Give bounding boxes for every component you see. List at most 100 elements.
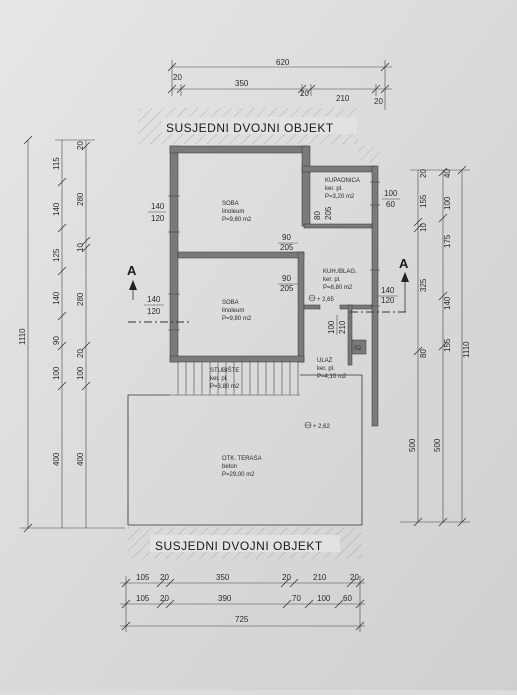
level-marks: + 2,65 + 2,62 [304, 294, 335, 430]
svg-text:100: 100 [327, 320, 336, 334]
svg-text:P=9,80 m2: P=9,80 m2 [222, 316, 252, 322]
svg-text:90: 90 [52, 336, 61, 345]
svg-text:20: 20 [76, 349, 85, 358]
svg-text:100: 100 [76, 366, 85, 380]
terrace-outline [127, 374, 363, 526]
svg-text:120: 120 [147, 307, 161, 316]
svg-text:210: 210 [313, 573, 327, 582]
svg-text:P=8,80 m2: P=8,80 m2 [323, 285, 353, 291]
svg-text:115: 115 [52, 157, 61, 170]
building-walls [168, 145, 380, 427]
room-kupaonica: KUPAONICA ker. pl. P=3,20 m2 [325, 178, 360, 200]
svg-text:500: 500 [408, 438, 417, 452]
svg-text:70: 70 [292, 594, 301, 603]
svg-text:350: 350 [216, 573, 230, 582]
svg-text:KUPAONICA: KUPAONICA [325, 178, 360, 184]
svg-text:390: 390 [218, 594, 232, 603]
dims-bottom: 105 20 350 20 210 20 105 20 390 70 100 6… [120, 573, 365, 632]
section-line: A A [127, 256, 409, 323]
svg-text:90: 90 [282, 233, 291, 242]
svg-text:140: 140 [151, 202, 165, 211]
svg-text:40: 40 [443, 169, 452, 178]
svg-text:140: 140 [147, 295, 161, 304]
svg-text:120: 120 [381, 296, 395, 305]
svg-text:120: 120 [151, 214, 165, 223]
opening-labels: 140 120 140 120 90 205 90 205 100 60 80 … [144, 189, 400, 352]
svg-text:linoleum: linoleum [222, 308, 244, 314]
svg-text:linoleum: linoleum [222, 209, 244, 215]
svg-text:+ 2,65: + 2,65 [317, 297, 335, 303]
svg-text:140: 140 [443, 296, 452, 310]
svg-text:P=4,10 m2: P=4,10 m2 [317, 374, 347, 380]
svg-text:20: 20 [160, 594, 169, 603]
svg-text:ker. pl.: ker. pl. [323, 277, 341, 283]
svg-text:155: 155 [419, 194, 428, 208]
svg-text:100: 100 [317, 594, 331, 603]
svg-text:20: 20 [282, 573, 291, 582]
svg-text:175: 175 [443, 234, 452, 248]
svg-text:400: 400 [76, 452, 85, 466]
stairs [170, 362, 300, 396]
svg-text:S2: S2 [354, 346, 362, 352]
svg-text:140: 140 [381, 286, 395, 295]
svg-text:20: 20 [76, 141, 85, 150]
svg-text:105: 105 [136, 573, 150, 582]
section-left-label: A [127, 263, 137, 278]
svg-text:105: 105 [136, 594, 150, 603]
svg-text:90: 90 [282, 274, 291, 283]
room-soba-2: SOBA linoleum P=9,80 m2 [222, 300, 252, 322]
svg-text:20: 20 [419, 169, 428, 178]
svg-text:KUH./BLAG.: KUH./BLAG. [323, 269, 357, 275]
svg-text:205: 205 [324, 206, 333, 220]
svg-text:P=29,00 m2: P=29,00 m2 [222, 472, 255, 478]
svg-text:SOBA: SOBA [222, 300, 239, 306]
svg-text:210: 210 [338, 320, 347, 334]
svg-text:125: 125 [52, 248, 61, 262]
svg-text:10: 10 [76, 243, 85, 252]
svg-text:400: 400 [52, 452, 61, 466]
dim-top-3: 20 [300, 89, 309, 98]
svg-text:100: 100 [384, 189, 398, 198]
svg-text:500: 500 [433, 438, 442, 452]
svg-text:beton: beton [222, 464, 237, 470]
dim-bottom-total: 725 [235, 615, 249, 624]
svg-text:P=3,80 m2: P=3,80 m2 [210, 384, 240, 390]
svg-text:ker. pl.: ker. pl. [210, 376, 228, 382]
svg-text:ULAZ: ULAZ [317, 358, 333, 364]
svg-text:280: 280 [76, 292, 85, 306]
room-ulaz: ULAZ ker. pl. P=4,10 m2 [317, 358, 347, 380]
svg-text:325: 325 [419, 278, 428, 292]
dim-right-outer: 1110 [462, 341, 471, 358]
dim-top-5: 20 [374, 97, 383, 106]
svg-text:140: 140 [52, 291, 61, 305]
svg-text:SOBA: SOBA [222, 201, 239, 207]
svg-text:280: 280 [76, 192, 85, 206]
svg-text:205: 205 [280, 284, 294, 293]
svg-text:ker. pl.: ker. pl. [317, 366, 335, 372]
dims-right: 20 155 10 325 80 500 40 100 175 140 155 … [400, 165, 471, 527]
dims-top: 620 20 350 20 210 20 [167, 58, 392, 110]
svg-text:20: 20 [160, 573, 169, 582]
dim-top-2: 350 [235, 79, 249, 88]
svg-text:205: 205 [280, 243, 294, 252]
room-soba-1: SOBA linoleum P=9,80 m2 [222, 201, 252, 223]
dim-top-overall: 620 [276, 58, 290, 67]
svg-text:STUBIŠTE: STUBIŠTE [210, 367, 239, 374]
room-kuhinja: KUH./BLAG. ker. pl. P=8,80 m2 [323, 269, 357, 291]
svg-text:OTK. TERASA: OTK. TERASA [222, 456, 262, 462]
svg-text:100: 100 [443, 196, 452, 210]
svg-text:ker. pl.: ker. pl. [325, 186, 343, 192]
svg-text:155: 155 [443, 338, 452, 352]
svg-text:20: 20 [350, 573, 359, 582]
dims-left: 1110 115 140 125 140 90 100 400 20 280 1… [18, 135, 125, 533]
svg-text:80: 80 [313, 211, 322, 220]
dim-top-1: 20 [173, 73, 182, 82]
neighbor-bottom: SUSJEDNI DVOJNI OBJEKT [128, 527, 362, 559]
svg-text:80: 80 [419, 349, 428, 358]
neighbor-bottom-label: SUSJEDNI DVOJNI OBJEKT [155, 539, 323, 553]
section-right-label: A [399, 256, 409, 271]
dim-top-4: 210 [336, 94, 350, 103]
